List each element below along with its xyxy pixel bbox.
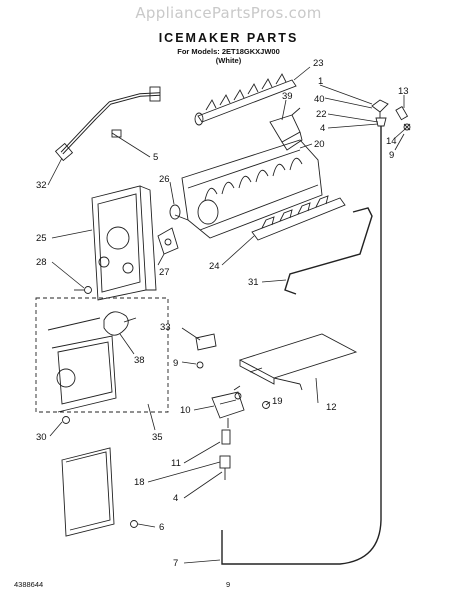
bail-wire — [284, 207, 373, 295]
callout-4a: 4 — [320, 123, 325, 134]
watermark: AppliancePartsPros.com — [135, 4, 322, 22]
bail-arm — [269, 107, 303, 151]
callout-27: 27 — [159, 267, 170, 278]
screw-19 — [262, 401, 270, 409]
callout-labels: 23 1 13 40 39 22 4 14 9 5 20 26 32 25 28… — [36, 58, 409, 569]
callout-39: 39 — [282, 91, 293, 102]
callout-30: 30 — [36, 432, 47, 443]
callout-25: 25 — [36, 233, 47, 244]
callout-32: 32 — [36, 180, 47, 191]
callout-33: 33 — [160, 322, 171, 333]
callout-19: 19 — [272, 396, 283, 407]
callout-40: 40 — [314, 94, 325, 105]
callout-18: 18 — [134, 477, 145, 488]
callout-26: 26 — [159, 174, 170, 185]
callout-38: 38 — [134, 355, 145, 366]
leader-lines — [47, 66, 405, 564]
callout-14: 14 — [386, 136, 397, 147]
ejector-assembly — [194, 73, 297, 126]
document-number: 4388644 — [14, 580, 44, 589]
callout-24: 24 — [209, 261, 220, 272]
callout-9a: 9 — [389, 150, 394, 161]
callout-12: 12 — [326, 402, 337, 413]
callout-4b: 4 — [173, 493, 178, 504]
motor-subassembly-box — [35, 297, 169, 413]
ice-stripper — [251, 195, 346, 241]
screw-30 — [62, 416, 70, 424]
callout-11: 11 — [171, 458, 181, 469]
ice-mold — [174, 139, 323, 239]
thermostat — [157, 204, 181, 255]
model-color: (White) — [215, 56, 242, 65]
callout-7: 7 — [173, 558, 178, 569]
callout-9b: 9 — [173, 358, 178, 369]
mounting-plate — [238, 333, 358, 391]
control-module — [91, 185, 157, 301]
screw — [74, 286, 92, 294]
callout-6: 6 — [159, 522, 164, 533]
page-number: 9 — [226, 580, 231, 589]
callout-22: 22 — [316, 109, 327, 120]
callout-35: 35 — [152, 432, 163, 443]
callout-31: 31 — [248, 277, 259, 288]
diagram-title: ICEMAKER PARTS — [158, 31, 299, 45]
water-inlet-tube — [221, 126, 382, 565]
water-valve — [211, 385, 245, 428]
screw-6 — [130, 520, 138, 528]
callout-13: 13 — [398, 86, 409, 97]
callout-5: 5 — [153, 152, 158, 163]
callout-20: 20 — [314, 139, 325, 150]
callout-1: 1 — [318, 76, 323, 87]
callout-10: 10 — [180, 405, 191, 416]
model-number: For Models: 2ET18GKXJW00 — [177, 47, 280, 56]
wire-harness — [54, 86, 161, 162]
bracket — [195, 333, 217, 351]
screw-9 — [196, 361, 204, 369]
fill-tube-assembly — [371, 99, 411, 131]
front-cover — [61, 447, 115, 537]
callout-28: 28 — [36, 257, 47, 268]
callout-23: 23 — [313, 58, 324, 69]
